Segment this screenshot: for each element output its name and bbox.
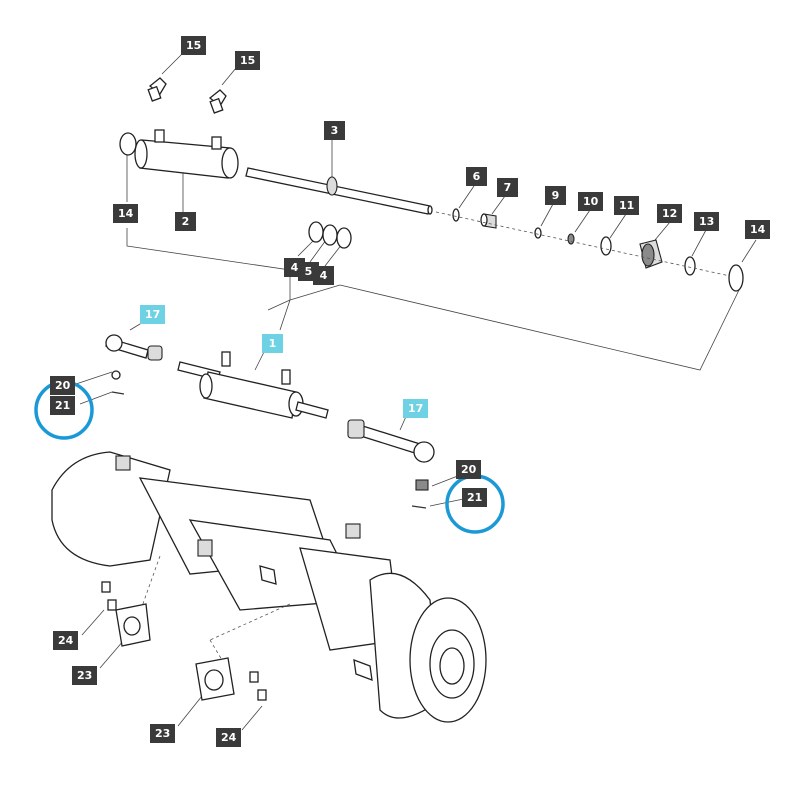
cylinder-barrel <box>119 129 239 179</box>
steering-cylinder-assembly <box>177 351 329 419</box>
piston-rod <box>245 167 433 215</box>
callout-11: 11 <box>614 196 640 215</box>
fitting-15-right <box>208 89 227 114</box>
callout-15-right: 15 <box>235 51 261 70</box>
callout-2: 2 <box>175 212 196 231</box>
callout-7: 7 <box>497 178 518 197</box>
leader-lines <box>75 51 757 731</box>
callout-13: 13 <box>694 212 720 231</box>
cotter-pins <box>111 391 427 509</box>
fitting-15-left <box>147 77 167 102</box>
callout-12: 12 <box>657 204 683 223</box>
callout-21-left: 21 <box>50 396 76 415</box>
callout-6: 6 <box>466 167 487 186</box>
seal-rings <box>308 221 352 249</box>
callout-4-right: 4 <box>313 266 334 285</box>
rod-seal-parts <box>435 208 744 292</box>
tie-rod-end-left <box>105 334 163 380</box>
callout-24-left: 24 <box>53 631 79 650</box>
callout-24-right: 24 <box>216 728 242 747</box>
callout-23-left: 23 <box>72 666 98 685</box>
callout-9: 9 <box>545 186 566 205</box>
callout-21-right: 21 <box>462 488 488 507</box>
bolts-right <box>249 671 267 701</box>
callout-14-right: 14 <box>745 220 771 239</box>
front-axle-housing <box>51 451 487 723</box>
callout-10: 10 <box>578 192 604 211</box>
bolts-left <box>101 581 117 611</box>
callout-14-left: 14 <box>113 204 139 223</box>
gasket-left <box>115 603 151 647</box>
callout-17-left: 17 <box>140 305 166 324</box>
callout-20-right: 20 <box>456 460 482 479</box>
callout-1: 1 <box>262 334 283 353</box>
gasket-right <box>195 657 235 701</box>
callout-15-left: 15 <box>181 36 207 55</box>
callout-23-right: 23 <box>150 724 176 743</box>
callout-3: 3 <box>324 121 345 140</box>
callout-20-left: 20 <box>50 376 76 395</box>
tie-rod-end-right <box>347 419 435 491</box>
callout-17-right: 17 <box>403 399 429 418</box>
